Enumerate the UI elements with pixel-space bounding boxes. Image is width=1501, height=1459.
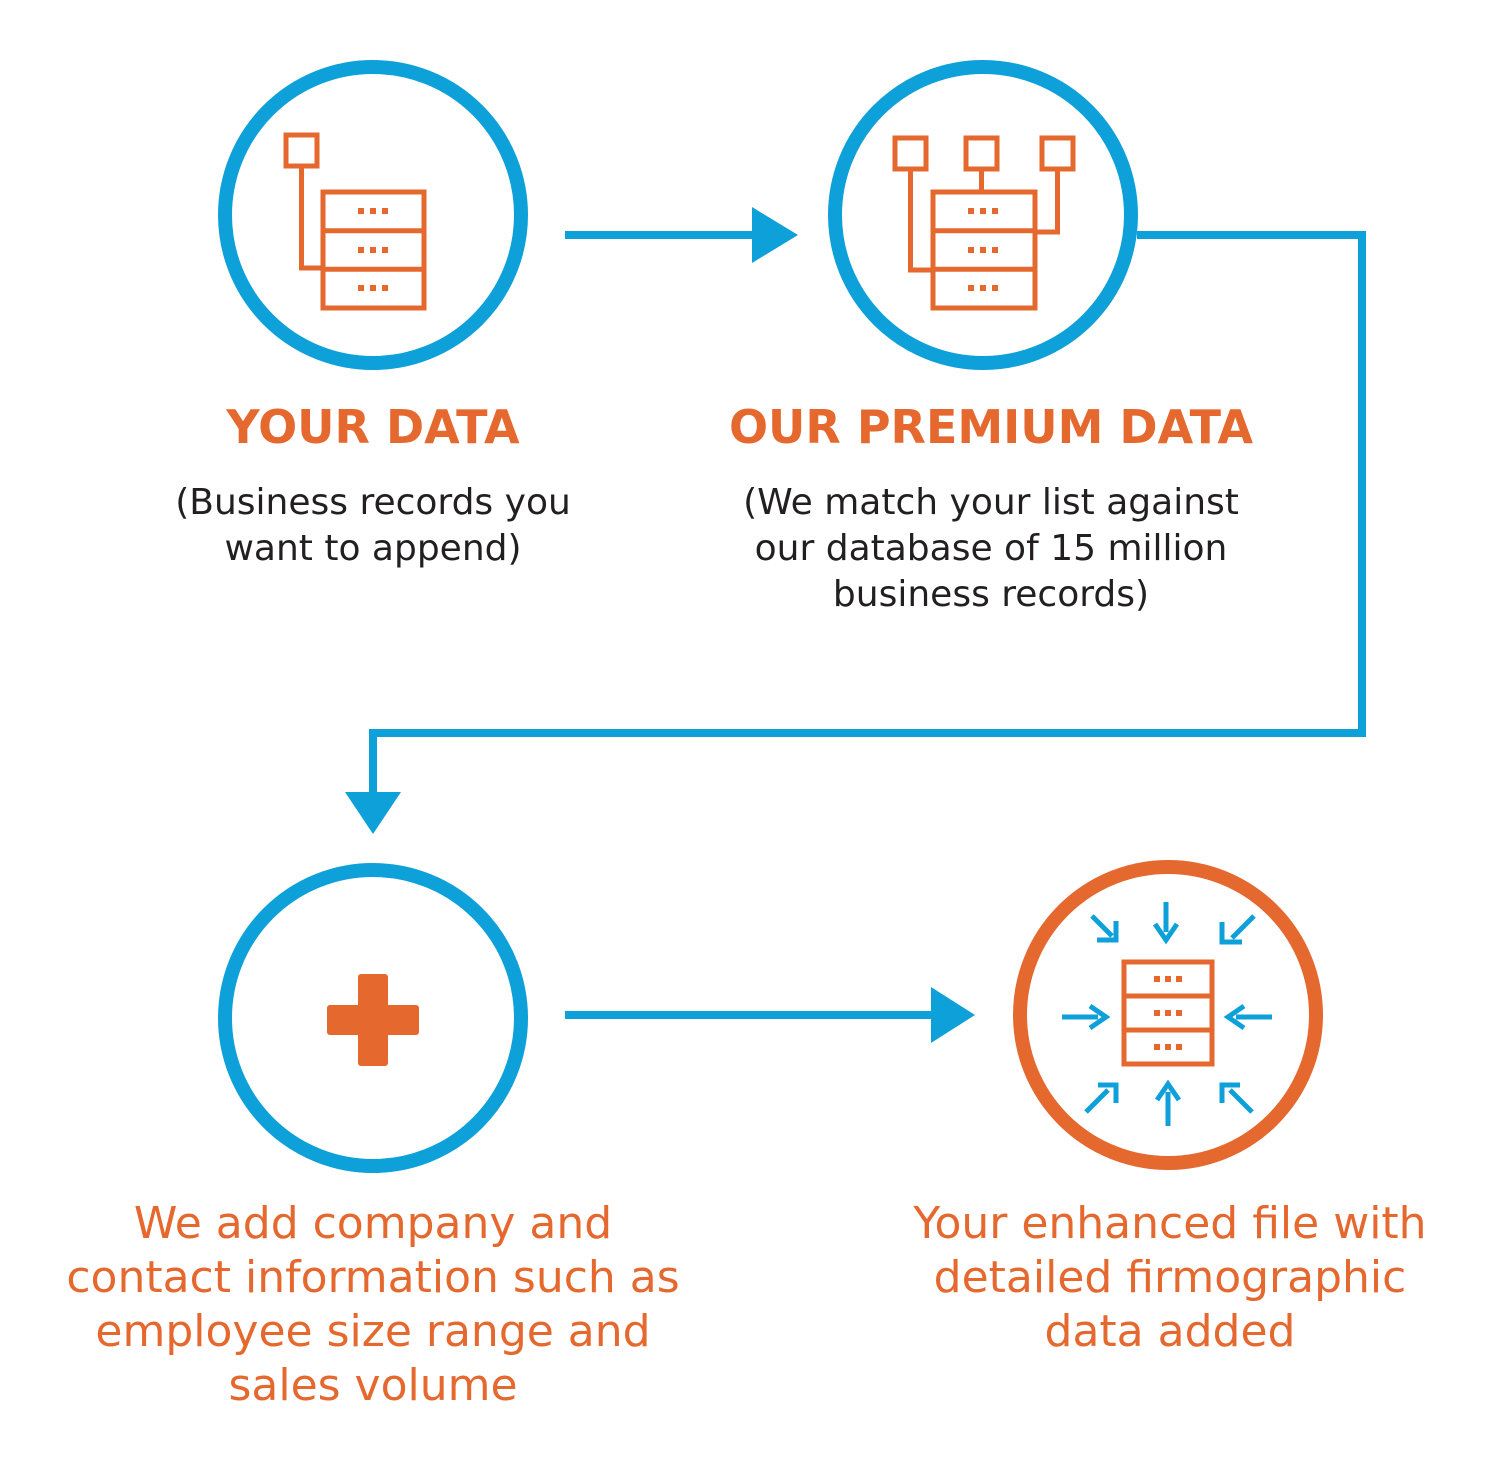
arrowhead-right-icon (931, 987, 975, 1043)
step3-circle (218, 863, 528, 1173)
step3-description-line: employee size range and (95, 1306, 651, 1357)
step2-description-line: business records) (832, 574, 1150, 615)
step1-circle (218, 60, 528, 370)
arrowhead-down-icon (345, 792, 401, 834)
database-multi-link-icon (892, 135, 1076, 311)
step4-description-line: data added (1044, 1306, 1296, 1357)
step3-description-line: sales volume (228, 1360, 518, 1411)
step1-description: (Business records you want to append) (143, 480, 603, 572)
arrowhead-right-icon (752, 207, 798, 263)
arrowheads (345, 207, 975, 1043)
step4-description-line: detailed firmographic (933, 1252, 1407, 1303)
step3-description-line: contact information such as (66, 1252, 680, 1303)
step4-circle (1013, 860, 1323, 1170)
step2-description-line: (We match your list against (743, 482, 1239, 523)
database-single-link-icon (283, 132, 427, 311)
step1-title: YOUR DATA (226, 400, 520, 454)
connector-step2-to-step3-line (369, 231, 1366, 800)
database-dots (358, 208, 388, 291)
step2-description: (We match your list against our database… (701, 480, 1281, 618)
step2-description-line: our database of 15 million (754, 528, 1228, 569)
inward-arrows (1062, 902, 1272, 1126)
step4-description: Your enhanced file with detailed firmogr… (885, 1197, 1455, 1359)
step3-description-line: We add company and (133, 1198, 613, 1249)
plus-icon (327, 974, 419, 1066)
step1-description-line: (Business records you (175, 482, 571, 523)
connectors (369, 231, 1366, 1019)
step2-title: OUR PREMIUM DATA (728, 400, 1254, 454)
step3-description: We add company and contact information s… (33, 1197, 713, 1413)
step1-description-line: want to append) (224, 528, 522, 569)
database-dots (968, 208, 998, 291)
database-merge-icon (1062, 902, 1272, 1126)
step4-description-line: Your enhanced file with (913, 1198, 1427, 1249)
step2-circle (828, 60, 1138, 370)
